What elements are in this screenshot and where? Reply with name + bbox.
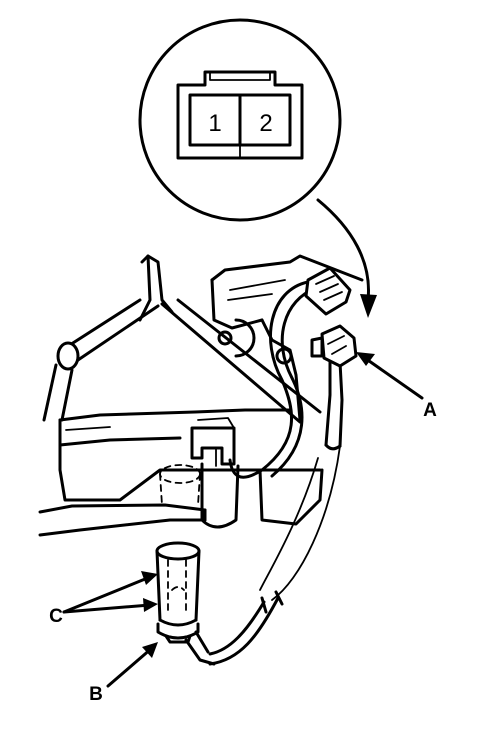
callout-arrows xyxy=(62,352,424,688)
mount-ring-dashed xyxy=(159,464,201,484)
detail-circle xyxy=(138,18,342,222)
pointer-arrow-icon xyxy=(356,352,424,400)
pointer-arrow-icon xyxy=(62,571,158,614)
callout-label-a: A xyxy=(423,400,437,421)
connector-a xyxy=(304,266,358,368)
callout-label-c: C xyxy=(49,606,63,627)
pointer-arrow-icon xyxy=(106,642,158,688)
pin-label-2: 2 xyxy=(259,110,272,137)
connector-detail-view: 1 2 xyxy=(138,18,342,222)
sensor-b xyxy=(155,541,201,644)
heater-housing xyxy=(38,254,364,537)
pin-label-1: 1 xyxy=(208,110,221,137)
wire-harness xyxy=(184,280,344,666)
connector-face-icon xyxy=(176,70,304,160)
sensor-mount xyxy=(159,417,240,529)
detail-pointer-arrow xyxy=(316,198,377,318)
callout-label-b: B xyxy=(89,684,103,705)
